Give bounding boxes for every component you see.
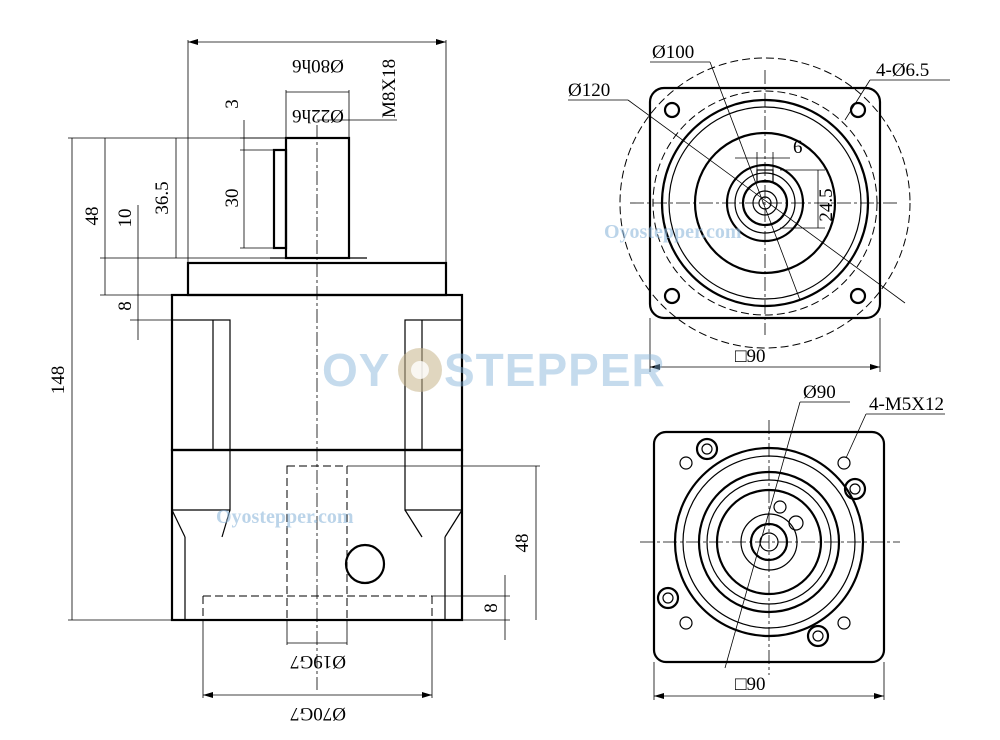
dim-total-length: 148 (48, 366, 69, 395)
dim-square-front: □90 (735, 346, 765, 367)
front-view: Ø100 Ø120 4-Ø6.5 6 24.5 □90 (568, 42, 950, 372)
dim-shaft-length-36-5: 36.5 (152, 181, 173, 214)
dim-shaft-diameter: Ø22h6 (292, 105, 344, 126)
dim-flange-diameter: Ø80h6 (292, 55, 344, 76)
watermark: OY STEPPER Oyostepper.com Oyostepper.com (216, 221, 742, 528)
watermark-logo-left: OY (322, 344, 390, 396)
dim-flange-thickness-10: 10 (115, 209, 136, 228)
dim-key-offset: 3 (222, 99, 243, 109)
dim-threaded-holes: 4-M5X12 (869, 394, 944, 415)
dim-square-rear: □90 (735, 674, 765, 695)
rear-view: Ø90 4-M5X12 □90 (640, 382, 945, 700)
dim-bolt-circle-100: Ø100 (652, 42, 694, 63)
dim-flange-circle-120: Ø120 (568, 80, 610, 101)
watermark-site-bottom: Oyostepper.com (216, 506, 354, 528)
dim-spigot-diameter: Ø70G7 (290, 703, 346, 724)
dim-motor-depth: 48 (512, 534, 533, 553)
dim-flange-thickness-8: 8 (115, 301, 136, 311)
watermark-logo-right: STEPPER (444, 344, 666, 396)
watermark-site-top: Oyostepper.com (604, 221, 742, 243)
dim-mount-holes: 4-Ø6.5 (876, 60, 929, 81)
dim-thread: M8X18 (379, 59, 400, 118)
dim-key-length: 30 (222, 189, 243, 208)
dim-bolt-circle-90: Ø90 (803, 382, 836, 403)
dim-key-height: 24.5 (816, 188, 837, 221)
gear-icon (398, 348, 442, 392)
dim-key-width: 6 (793, 137, 803, 158)
dim-bore-diameter: Ø19G7 (290, 651, 346, 672)
dim-shaft-length-48: 48 (82, 207, 103, 226)
dim-spigot-depth: 8 (481, 603, 502, 613)
